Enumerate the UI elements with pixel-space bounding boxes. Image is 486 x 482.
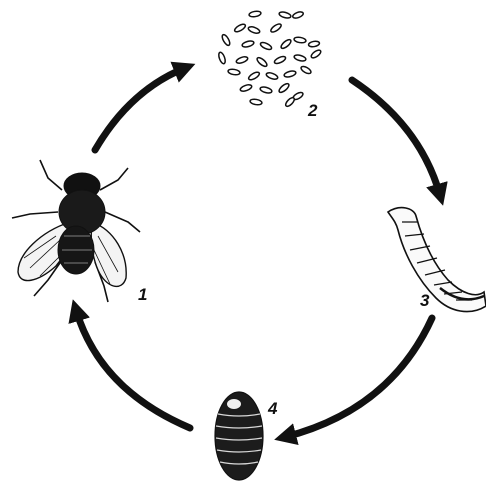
stage-number-2: 2 bbox=[307, 101, 318, 120]
arrow-pupa-to-fly bbox=[76, 310, 190, 428]
adult-fly-icon bbox=[12, 160, 140, 302]
stage-number-1: 1 bbox=[138, 285, 147, 304]
pupa-icon bbox=[215, 392, 263, 480]
stage-number-3: 3 bbox=[420, 291, 430, 310]
eggs-icon bbox=[218, 10, 322, 107]
stage-number-4: 4 bbox=[267, 399, 278, 418]
arrow-larva-to-pupa bbox=[285, 318, 432, 437]
arrow-fly-to-eggs bbox=[95, 68, 185, 150]
arrow-eggs-to-larva bbox=[352, 80, 440, 195]
larva-icon bbox=[388, 208, 486, 312]
